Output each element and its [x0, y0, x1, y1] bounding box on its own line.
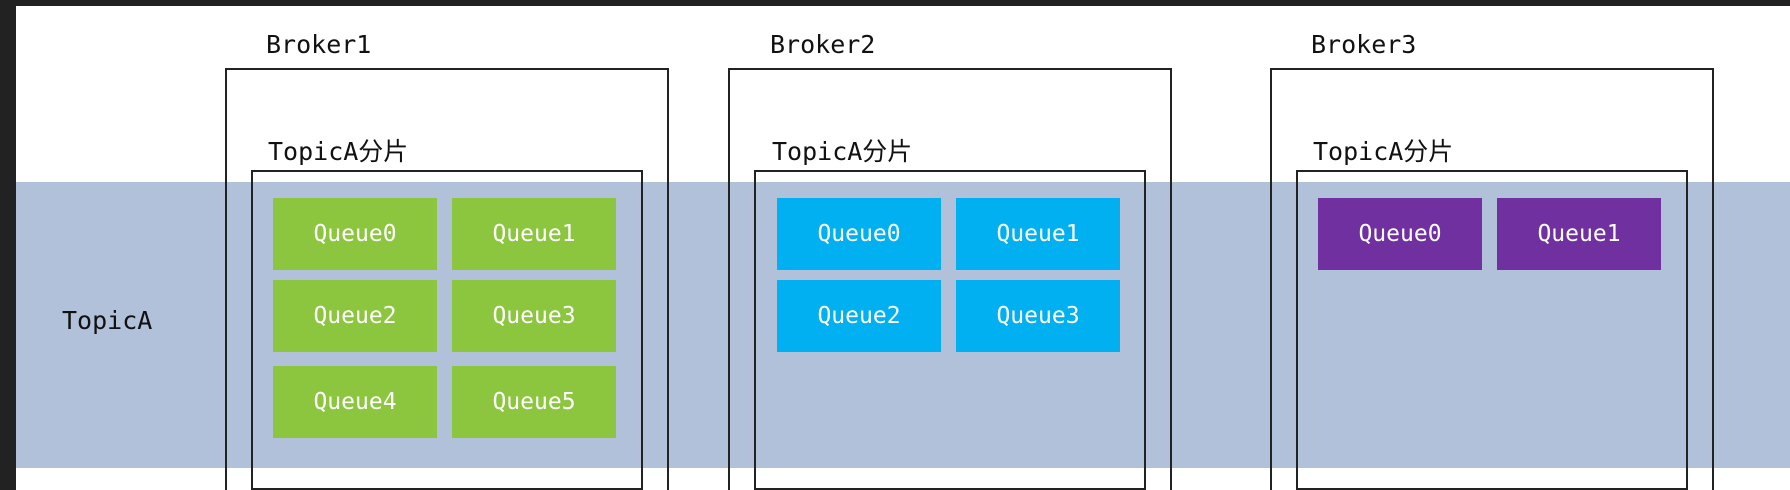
diagram-canvas: TopicA Broker1 TopicA分片 Queue0 Queue1 Qu…: [16, 6, 1790, 490]
queue-item: Queue5: [452, 366, 616, 438]
queue-item: Queue0: [273, 198, 437, 270]
broker-box: [728, 68, 1172, 490]
queue-item: Queue3: [452, 280, 616, 352]
shard-box: [754, 170, 1146, 490]
queue-item: Queue2: [777, 280, 941, 352]
queue-item: Queue2: [273, 280, 437, 352]
shard-box: [251, 170, 643, 490]
shard-title: TopicA分片: [772, 137, 913, 166]
broker-title: Broker2: [770, 30, 876, 59]
queue-item: Queue4: [273, 366, 437, 438]
broker-title: Broker3: [1311, 30, 1417, 59]
queue-item: Queue3: [956, 280, 1120, 352]
broker-box: [225, 68, 669, 490]
shard-box: [1296, 170, 1688, 490]
queue-item: Queue0: [1318, 198, 1482, 270]
queue-item: Queue1: [1497, 198, 1661, 270]
broker-box: [1270, 68, 1714, 490]
queue-item: Queue1: [956, 198, 1120, 270]
queue-item: Queue1: [452, 198, 616, 270]
shard-title: TopicA分片: [268, 137, 409, 166]
topic-label: TopicA: [62, 306, 153, 335]
broker-title: Broker1: [266, 30, 372, 59]
shard-title: TopicA分片: [1313, 137, 1454, 166]
queue-item: Queue0: [777, 198, 941, 270]
